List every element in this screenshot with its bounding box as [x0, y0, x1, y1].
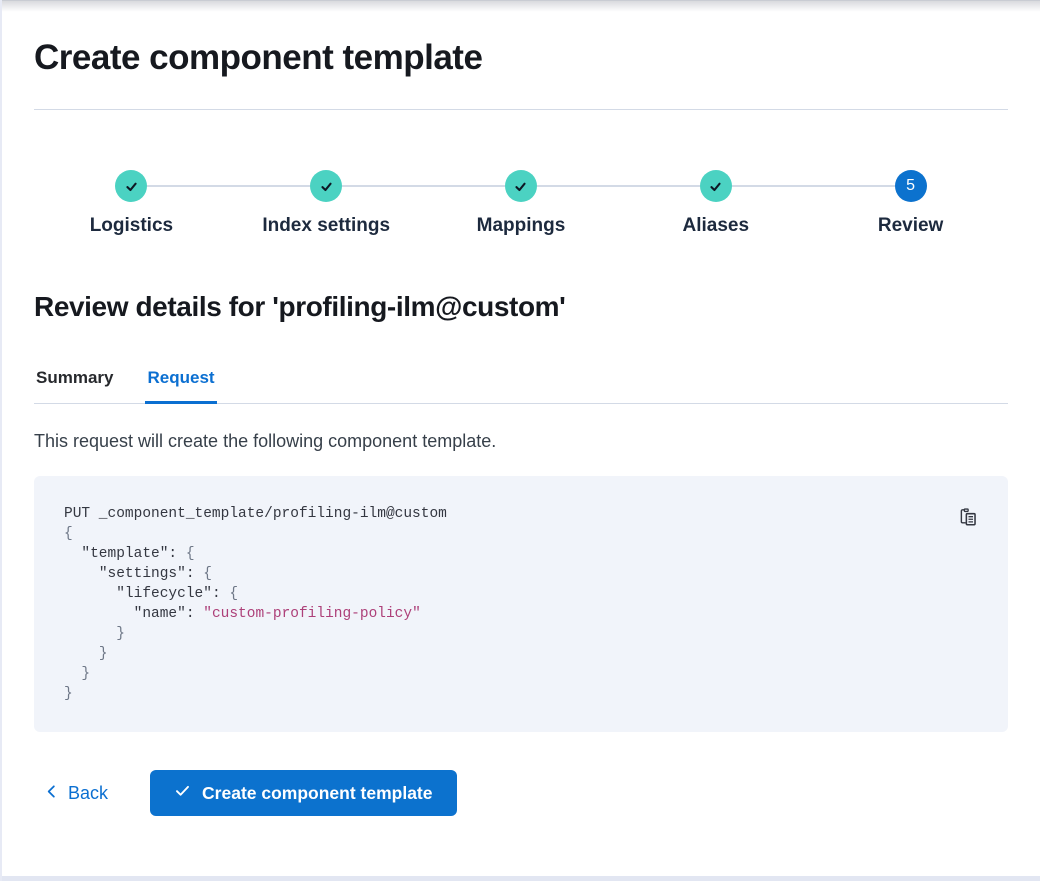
create-component-template-button[interactable]: Create component template [150, 770, 457, 816]
request-description: This request will create the following c… [34, 431, 497, 451]
code-line: "lifecycle": { [116, 586, 239, 602]
code-line: "settings": { [98, 566, 212, 582]
step-aliases[interactable]: Aliases [618, 170, 813, 237]
code-line: "template": { [81, 546, 195, 562]
step-label: Review [877, 215, 944, 236]
code-line: { [64, 526, 73, 542]
step-complete-check-icon [310, 170, 343, 202]
back-button[interactable]: Back [34, 783, 108, 804]
step-complete-check-icon [115, 170, 148, 202]
step-number-badge: 5 [894, 170, 927, 202]
step-label: Logistics [89, 215, 174, 236]
copy-button[interactable] [957, 506, 980, 529]
step-mappings[interactable]: Mappings [423, 170, 619, 237]
step-logistics[interactable]: Logistics [34, 170, 229, 237]
copy-clipboard-icon [959, 508, 978, 530]
code-line: } [116, 626, 125, 642]
code-line: PUT _component_template/profiling-ilm@cu… [64, 506, 447, 522]
title-divider [34, 109, 1008, 110]
code-line: } [81, 666, 91, 682]
wizard-footer: Back Create component template [34, 770, 1008, 816]
top-scroll-shadow [2, 0, 1040, 13]
check-icon [174, 782, 191, 804]
request-code: PUT _component_template/profiling-ilm@cu… [64, 504, 978, 704]
step-complete-check-icon [699, 170, 732, 202]
step-complete-check-icon [504, 170, 537, 202]
request-code-block: PUT _component_template/profiling-ilm@cu… [34, 476, 1008, 732]
chevron-left-icon [44, 783, 59, 804]
step-label: Index settings [262, 215, 391, 236]
tab-summary[interactable]: Summary [34, 368, 115, 404]
step-label: Mappings [476, 215, 566, 236]
tab-request[interactable]: Request [145, 368, 217, 404]
step-label: Aliases [682, 215, 750, 236]
step-index-settings[interactable]: Index settings [228, 170, 424, 237]
code-line: } [64, 686, 73, 702]
create-button-label: Create component template [202, 782, 433, 803]
review-heading: Review details for 'profiling-ilm@custom… [34, 291, 566, 322]
bottom-panel-edge [2, 876, 1040, 881]
back-button-label: Back [68, 782, 109, 803]
review-tabs: Summary Request [34, 368, 1008, 404]
code-line: "name": "custom-profiling-policy" [133, 606, 421, 622]
code-line: } [98, 646, 108, 662]
page-title: Create component template [34, 38, 483, 77]
